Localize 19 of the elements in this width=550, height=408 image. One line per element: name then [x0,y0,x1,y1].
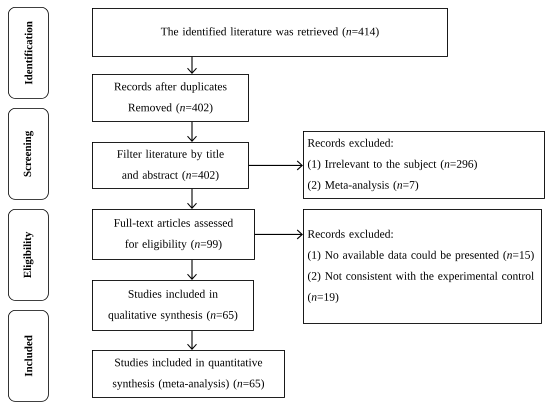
process-box: Studies included in quantitative synthesis (meta-analysis) (n=65) [92,350,285,398]
arrow [187,260,197,280]
process-box: Studies included in qualitative synthesis (n=65) [92,280,254,331]
arrow [187,122,197,142]
phase-box: Included [8,310,49,402]
arrow [248,160,303,170]
exclusion-box: Records excluded: (1) Irrelevant to the subject (n=296) (2) Meta-analysis (n=7) [303,131,545,199]
process-box: Filter literature by title and abstract (n=402) [92,142,249,189]
arrow [187,188,197,209]
phase-box: Identification [8,7,49,99]
phase-box: Eligibility [8,209,49,301]
arrow [187,330,197,350]
exclusion-box: Records excluded: (1) No available data could be presented (n=15) (2) Not consistent with the experimental control (n=19) [303,209,542,324]
arrow [254,230,303,240]
process-box: Full-text articles assessed for eligibility (n=99) [92,209,255,260]
arrow [187,56,197,74]
process-box: The identified literature was retrieved (n=414) [92,8,448,57]
phase-box: Screening [8,108,49,200]
process-box: Records after duplicates Removed (n=402) [92,74,249,122]
